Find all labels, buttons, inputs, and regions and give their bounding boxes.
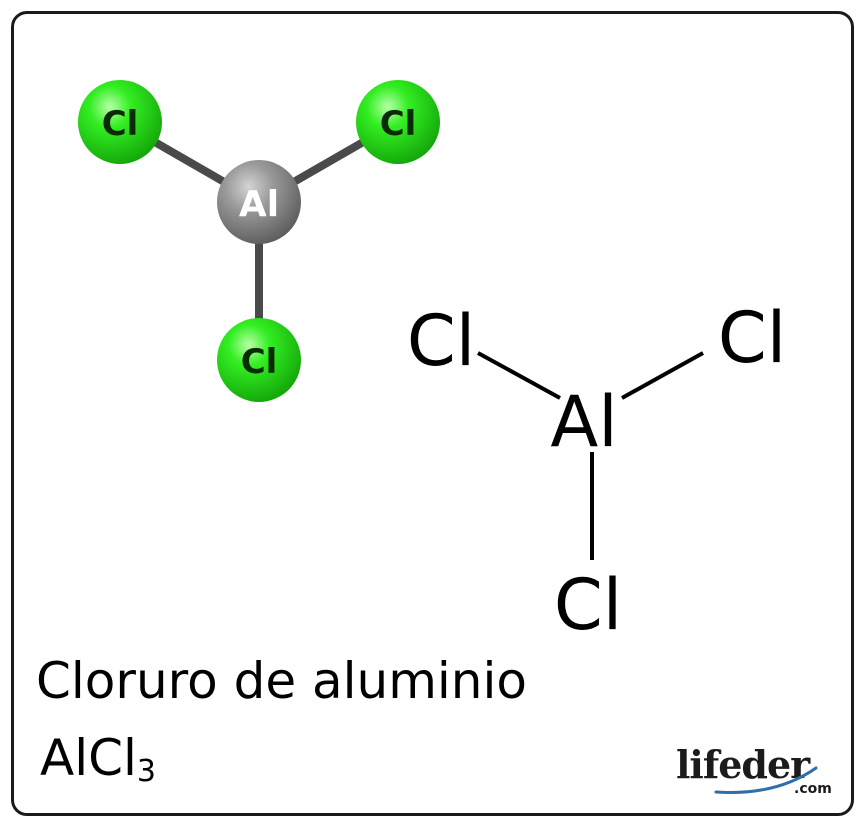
chlorine-ball-bottom-label: Cl — [241, 342, 278, 382]
logo-brand-text: lifeder — [676, 742, 810, 787]
line-bond-left — [477, 351, 561, 400]
structure-cl-bottom: Cl — [554, 564, 622, 646]
logo-suffix-text: .com — [794, 781, 832, 797]
aluminum-ball — [217, 160, 301, 244]
formula-subscript: 3 — [136, 754, 156, 789]
chlorine-ball-right-label: Cl — [380, 104, 417, 144]
chemical-formula: AlCl3 — [40, 733, 156, 787]
chlorine-ball-left-label: Cl — [102, 104, 139, 144]
compound-name: Cloruro de aluminio — [36, 652, 527, 710]
logo-swoosh-icon — [714, 766, 818, 794]
formula-main: AlCl — [40, 729, 137, 787]
ball-model-atoms: Cl Cl Cl Al — [78, 80, 440, 402]
structure-cl-right: Cl — [718, 297, 786, 379]
aluminum-ball-label: Al — [239, 184, 279, 225]
chlorine-ball-left — [78, 80, 162, 164]
chlorine-ball-right — [356, 80, 440, 164]
structure-cl-left: Cl — [407, 300, 475, 382]
lifeder-logo: lifeder .com — [676, 746, 846, 802]
structure-al-center: Al — [550, 381, 617, 463]
line-bond-right — [621, 351, 704, 400]
structural-formula: Cl Cl Al Cl — [407, 297, 786, 646]
chlorine-ball-bottom — [217, 318, 301, 402]
